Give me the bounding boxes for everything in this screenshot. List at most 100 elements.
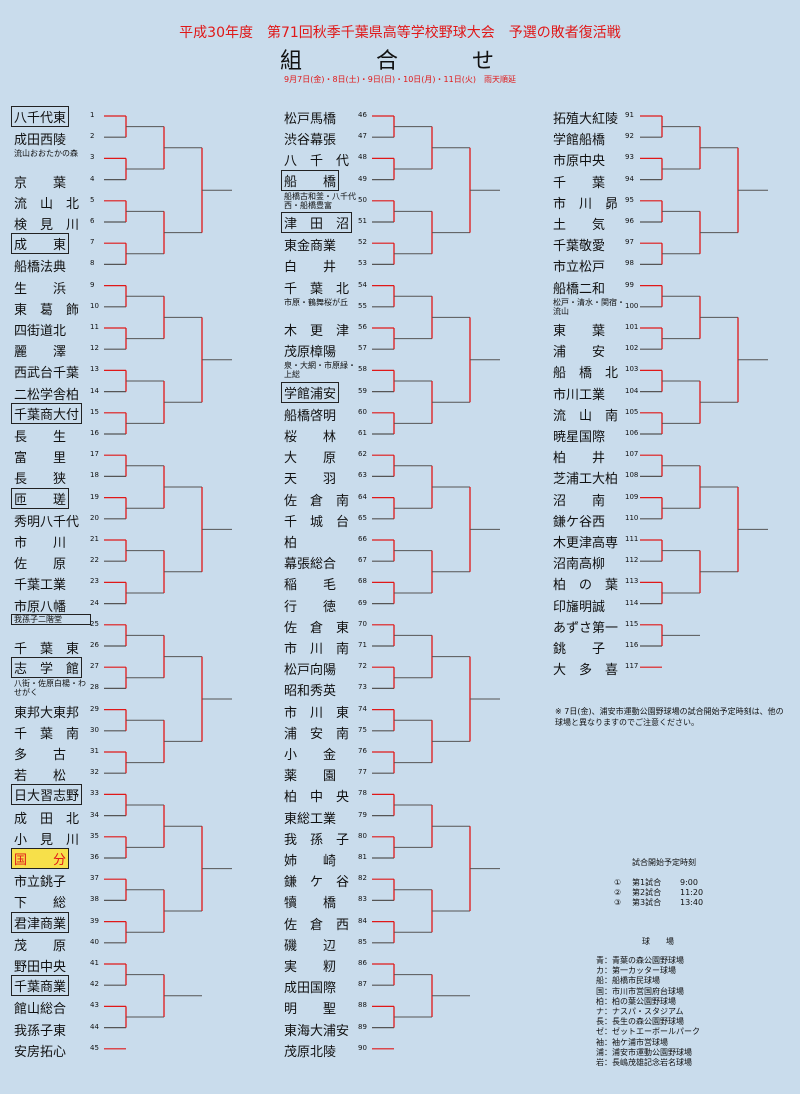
team-number: 12 — [90, 344, 99, 353]
team-name: 船橋古和釜・八千代西・船橋豊富 — [284, 191, 356, 210]
team-name: 千 葉 南 — [14, 726, 80, 742]
venue-name: 市川市営国府台球場 — [612, 986, 684, 996]
venue-separator: ： — [604, 986, 612, 996]
team-name: 拓殖大紅陵 — [553, 112, 619, 127]
team-number: 60 — [358, 407, 367, 416]
venue-row: ナ：ナスパ・スタジアム — [596, 1006, 683, 1017]
team-number: 32 — [90, 768, 99, 777]
venue-abbr: 国 — [596, 986, 604, 996]
team-number: 115 — [625, 619, 639, 628]
venue-abbr: 長 — [596, 1017, 604, 1027]
venue-legend-title: 球 場 — [642, 937, 674, 946]
team-number: 48 — [358, 153, 367, 162]
schedule-time: 9:00 — [680, 878, 698, 887]
team-number: 77 — [358, 768, 367, 777]
team-name: 柏 の 葉 — [553, 578, 619, 594]
team-number: 59 — [358, 386, 367, 395]
schedule-label: 第3試合 — [632, 898, 662, 907]
team-name: 印旛明誠 — [553, 599, 606, 615]
team-number: 4 — [90, 174, 95, 183]
venue-row: 長：長生の森公園野球場 — [596, 1016, 684, 1027]
venue-name: 長生の森公園野球場 — [612, 1017, 684, 1027]
venue-name: ナスパ・スタジアム — [612, 1007, 684, 1016]
team-name: 学館船橋 — [553, 133, 606, 149]
venue-abbr: 青 — [596, 956, 604, 965]
team-name: 国 分 — [11, 848, 70, 869]
team-number: 79 — [358, 810, 367, 819]
team-number: 101 — [625, 323, 639, 331]
team-number: 36 — [90, 853, 99, 861]
team-name: 佐 原 — [14, 557, 67, 573]
team-name: 白 井 — [284, 260, 337, 276]
team-number: 89 — [358, 1022, 367, 1031]
team-name: 館山総合 — [14, 1002, 67, 1018]
team-number: 20 — [90, 513, 99, 522]
venue-row: ゼ：ゼットエーボールパーク — [596, 1026, 700, 1037]
team-number: 47 — [358, 132, 367, 141]
team-number: 100 — [625, 301, 639, 310]
venue-abbr: 船 — [596, 976, 604, 986]
team-number: 114 — [625, 598, 639, 607]
team-name: 稲 毛 — [284, 578, 337, 594]
team-name: 佐 倉 西 — [284, 917, 350, 933]
team-name: 松戸馬橋 — [284, 112, 337, 127]
team-name: 津 田 沼 — [281, 212, 353, 233]
team-name: 浦 安 — [553, 345, 606, 361]
team-name: 沼南高柳 — [553, 557, 606, 573]
schedule-mark: ③ — [614, 898, 622, 907]
team-name: 市原・鶴舞桜が丘 — [284, 297, 348, 307]
team-number: 64 — [358, 492, 367, 501]
team-number: 22 — [90, 556, 99, 565]
team-number: 23 — [90, 577, 99, 586]
team-name: あずさ第一 — [553, 620, 619, 636]
team-number: 44 — [90, 1022, 99, 1031]
team-number: 57 — [358, 344, 367, 353]
venue-abbr: カ — [596, 966, 604, 976]
team-name: 船 橋 — [281, 169, 340, 191]
team-name: 千葉商大付 — [11, 402, 83, 424]
team-number: 102 — [625, 344, 639, 353]
team-number: 10 — [90, 301, 99, 310]
team-number: 81 — [358, 853, 367, 861]
team-number: 72 — [358, 662, 367, 671]
team-name: 野田中央 — [14, 960, 67, 975]
venue-separator: ： — [604, 1037, 612, 1047]
venue-name: 長嶋茂雄記念岩名球場 — [612, 1058, 692, 1067]
team-number: 99 — [625, 280, 634, 289]
team-name: 船橋法典 — [14, 260, 67, 276]
team-name: 八街・佐原白楊・わせがく — [14, 679, 86, 698]
team-name: 秀明八千代 — [14, 514, 80, 530]
team-name: 千葉敬愛 — [553, 239, 606, 255]
team-number: 113 — [625, 577, 639, 586]
team-number: 105 — [625, 407, 639, 416]
team-number: 52 — [358, 238, 367, 247]
team-name: 市立松戸 — [553, 260, 606, 276]
team-number: 91 — [625, 111, 634, 119]
team-number: 108 — [625, 471, 639, 480]
team-name: 流山おおたかの森 — [14, 149, 78, 159]
team-number: 41 — [90, 959, 99, 967]
team-name: 市 川 南 — [284, 642, 350, 657]
venue-abbr: 柏 — [596, 996, 604, 1006]
team-name: 暁星国際 — [553, 430, 606, 445]
team-number: 15 — [90, 407, 99, 416]
team-number: 25 — [90, 619, 99, 628]
team-number: 37 — [90, 874, 99, 883]
venue-row: 柏：柏の葉公園野球場 — [596, 996, 676, 1007]
schedule-time: 13:40 — [680, 898, 704, 907]
team-number: 18 — [90, 471, 99, 480]
team-number: 24 — [90, 598, 99, 607]
team-name: 姉 崎 — [284, 854, 337, 869]
team-name: 土 気 — [553, 218, 606, 233]
venue-abbr: 袖 — [596, 1037, 604, 1047]
team-name: 明 聖 — [284, 1002, 337, 1018]
team-name: 東 葛 飾 — [14, 302, 80, 318]
team-name: 我孫子二階堂 — [11, 613, 91, 625]
team-name: 茂原樟陽 — [284, 345, 337, 361]
team-name: 行 徳 — [284, 599, 337, 615]
team-name: 幕張総合 — [284, 557, 337, 573]
team-number: 13 — [90, 365, 99, 374]
team-name: 市 川 昴 — [553, 196, 619, 212]
